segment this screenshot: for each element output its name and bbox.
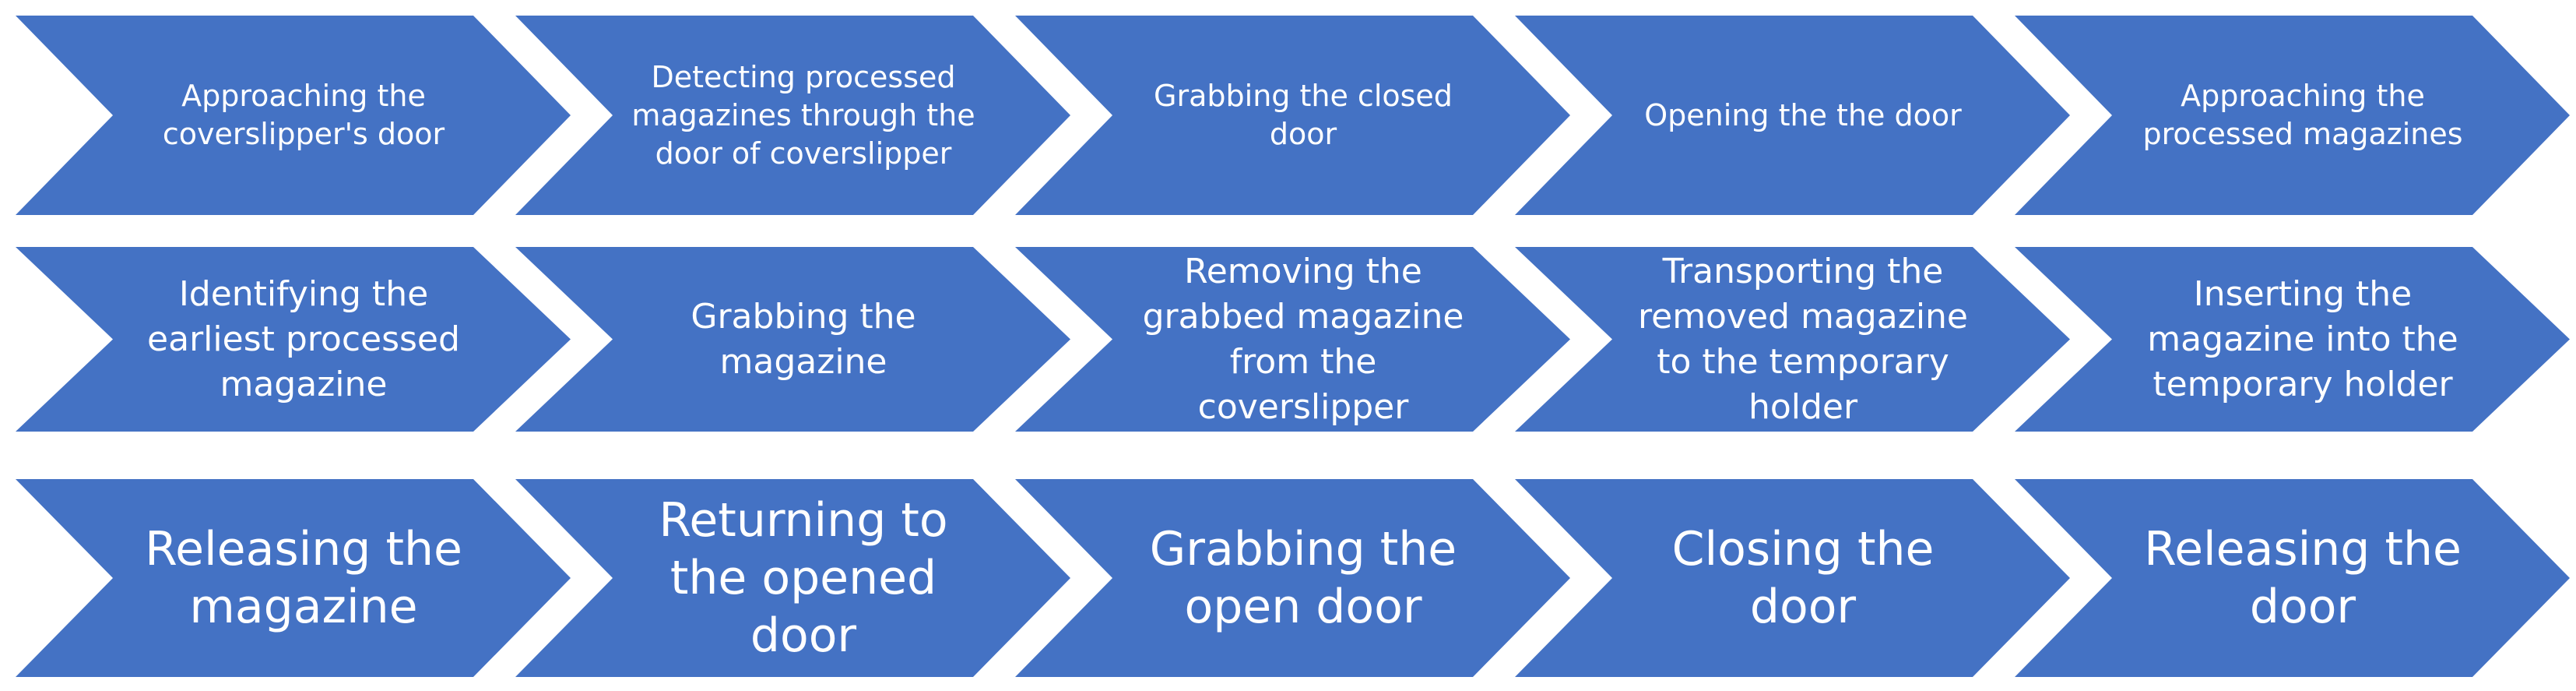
process-step-r2-c3: Removing the grabbed magazine from the c… [1015, 247, 1570, 432]
chevron-shape [16, 479, 571, 677]
chevron-arrow [515, 247, 1070, 432]
process-step-r2-c5: Inserting the magazine into the temporar… [2015, 247, 2570, 432]
chevron-shape [16, 16, 571, 215]
chevron-arrow [16, 16, 571, 215]
chevron-shape [1015, 16, 1570, 215]
process-step-label: Grabbing the open door [1149, 522, 1457, 634]
process-step-label: Closing the door [1671, 522, 1935, 634]
process-step-r3-c2: Returning to the opened door [515, 479, 1070, 677]
chevron-shape [1015, 479, 1570, 677]
process-step-label: Approaching the processed magazines [2142, 79, 2463, 151]
process-step-r1-c4: Opening the the door [1515, 16, 2070, 215]
process-step-r1-c3: Grabbing the closed door [1015, 16, 1570, 215]
chevron-arrow [1015, 16, 1570, 215]
chevron-arrow [515, 479, 1070, 677]
process-step-label: Grabbing the closed door [1154, 79, 1453, 151]
process-step-label: Opening the the door [1644, 97, 1962, 132]
process-step-label: Releasing the magazine [145, 522, 462, 634]
chevron-shape [1515, 16, 2070, 215]
process-step-r3-c4: Closing the door [1515, 479, 2070, 677]
process-step-label: Grabbing the magazine [691, 296, 916, 382]
process-step-label: Approaching the coverslipper's door [162, 79, 445, 151]
process-step-r3-c3: Grabbing the open door [1015, 479, 1570, 677]
chevron-arrow [1515, 247, 2070, 432]
chevron-shape [1515, 247, 2070, 432]
process-step-r3-c5: Releasing the door [2015, 479, 2570, 677]
process-step-r3-c1: Releasing the magazine [16, 479, 571, 677]
chevron-arrow [1015, 247, 1570, 432]
chevron-arrow [2015, 247, 2570, 432]
chevron-arrow [16, 247, 571, 432]
process-step-label: Detecting processed magazines through th… [631, 59, 975, 171]
process-step-r1-c2: Detecting processed magazines through th… [515, 16, 1070, 215]
chevron-shape [2015, 16, 2570, 215]
chevron-shape [515, 479, 1070, 677]
process-step-label: Inserting the magazine into the temporar… [2147, 273, 2458, 404]
process-step-label: Releasing the door [2144, 522, 2462, 634]
chevron-shape [1015, 247, 1570, 432]
process-step-r2-c1: Identifying the earliest processed magaz… [16, 247, 571, 432]
chevron-shape [2015, 479, 2570, 677]
process-step-label: Removing the grabbed magazine from the c… [1142, 251, 1464, 427]
process-step-label: Returning to the opened door [659, 493, 948, 663]
process-step-label: Transporting the removed magazine to the… [1638, 251, 1968, 427]
chevron-shape [1515, 479, 2070, 677]
chevron-arrow [16, 479, 571, 677]
chevron-shape [16, 247, 571, 432]
chevron-arrow [1015, 479, 1570, 677]
process-step-r2-c4: Transporting the removed magazine to the… [1515, 247, 2070, 432]
process-step-r1-c1: Approaching the coverslipper's door [16, 16, 571, 215]
process-step-r1-c5: Approaching the processed magazines [2015, 16, 2570, 215]
chevron-arrow [515, 16, 1070, 215]
chevron-shape [515, 16, 1070, 215]
process-step-label: Identifying the earliest processed magaz… [147, 273, 460, 404]
chevron-shape [2015, 247, 2570, 432]
chevron-arrow [1515, 16, 2070, 215]
chevron-arrow [2015, 479, 2570, 677]
process-step-r2-c2: Grabbing the magazine [515, 247, 1070, 432]
chevron-arrow [2015, 16, 2570, 215]
chevron-arrow [1515, 479, 2070, 677]
chevron-shape [515, 247, 1070, 432]
